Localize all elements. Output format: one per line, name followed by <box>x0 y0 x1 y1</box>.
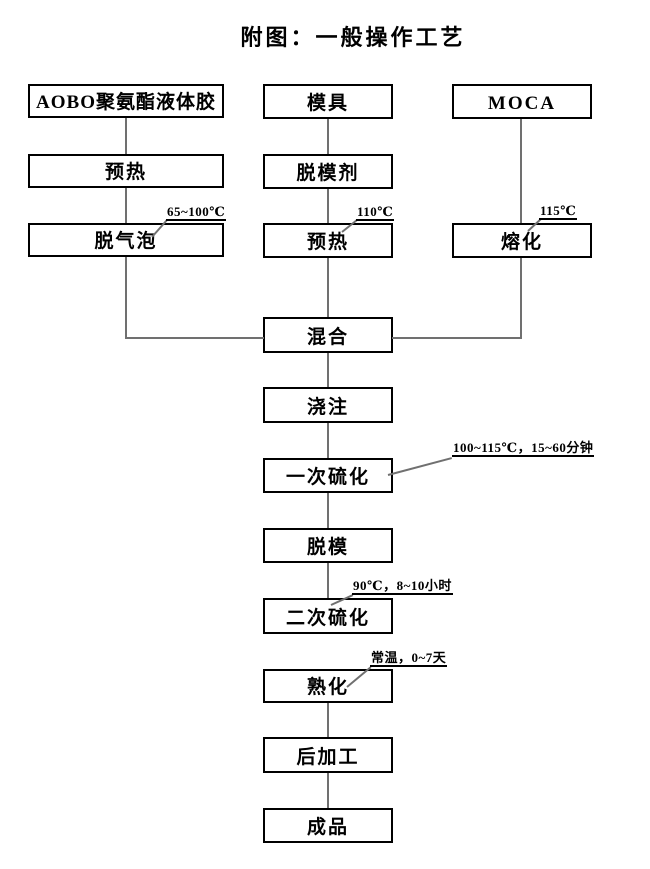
node-aobo: AOBO聚氨酯液体胶 <box>28 84 224 118</box>
node-moca: MOCA <box>452 84 592 119</box>
node-degas: 脱气泡 <box>28 223 224 257</box>
node-mature: 熟化 <box>263 669 393 703</box>
connector-line <box>327 773 329 808</box>
annotation-mature-temp: 常温，0~7天 <box>370 650 448 667</box>
connector-line <box>327 119 329 154</box>
leader-line <box>387 457 453 476</box>
node-label: 脱模剂 <box>296 163 360 184</box>
node-post-process: 后加工 <box>263 737 393 773</box>
connector-line <box>520 119 522 223</box>
annotation-melt-temp: 115℃ <box>539 203 578 220</box>
annotation-cure1-temp: 100~115℃，15~60分钟 <box>452 440 595 457</box>
connector-line <box>327 493 329 528</box>
annotation-preheat2-temp: 110℃ <box>356 204 395 221</box>
node-cure1: 一次硫化 <box>263 458 393 493</box>
node-label: 预热 <box>306 232 349 253</box>
node-label: 一次硫化 <box>285 467 370 488</box>
connector-line <box>327 189 329 223</box>
node-label: 浇注 <box>306 397 349 418</box>
connector-line <box>392 337 522 339</box>
node-demold: 脱模 <box>263 528 393 563</box>
annotation-degas-temp: 65~100℃ <box>166 204 227 221</box>
node-label: 模具 <box>306 93 349 114</box>
node-label: 二次硫化 <box>285 608 370 629</box>
connector-line <box>125 188 127 223</box>
node-label: 脱气泡 <box>94 231 158 252</box>
node-label: MOCA <box>487 93 557 114</box>
node-label: 熔化 <box>500 232 543 253</box>
node-label: AOBO聚氨酯液体胶 <box>36 92 216 113</box>
connector-line <box>125 118 127 154</box>
node-mix: 混合 <box>263 317 393 353</box>
node-pour: 浇注 <box>263 387 393 423</box>
node-melt: 熔化 <box>452 223 592 258</box>
node-label: 脱模 <box>306 537 349 558</box>
node-label: 预热 <box>104 162 147 183</box>
node-preheat1: 预热 <box>28 154 224 188</box>
annotation-cure2-temp: 90℃，8~10小时 <box>352 578 453 595</box>
node-product: 成品 <box>263 808 393 843</box>
page-title: 附图：一般操作工艺 <box>240 25 466 50</box>
node-release-agent: 脱模剂 <box>263 154 393 189</box>
node-preheat2: 预热 <box>263 223 393 258</box>
node-cure2: 二次硫化 <box>263 598 393 634</box>
node-label: 后加工 <box>296 747 360 768</box>
connector-line <box>327 258 329 317</box>
node-label: 熟化 <box>306 677 349 698</box>
connector-line <box>125 257 127 339</box>
connector-line <box>327 703 329 737</box>
node-label: 成品 <box>306 817 349 838</box>
connector-line <box>327 423 329 458</box>
connector-line <box>520 258 522 339</box>
connector-line <box>327 353 329 387</box>
node-mold: 模具 <box>263 84 393 119</box>
connector-line <box>125 337 264 339</box>
connector-line <box>327 563 329 598</box>
node-label: 混合 <box>306 327 349 348</box>
